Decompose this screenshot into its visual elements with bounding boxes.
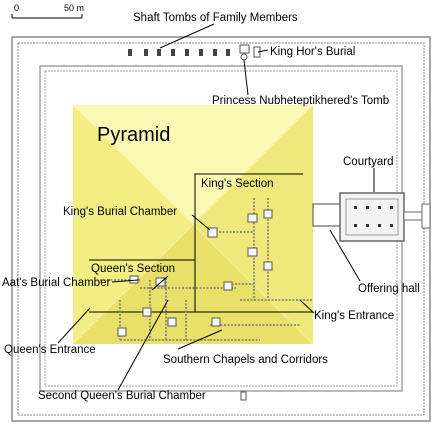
section-dividers <box>89 173 313 313</box>
label-kings-entrance: King's Entrance <box>314 310 394 322</box>
label-aats-burial-chamber: Aat's Burial Chamber <box>2 277 110 289</box>
label-queens-section: Queen's Section <box>91 263 175 275</box>
leader-lines <box>57 23 375 391</box>
offering-hall-complex <box>312 192 431 242</box>
label-second-queens-chamber: Second Queen's Burial Chamber <box>38 390 206 402</box>
label-shaft-tombs: Shaft Tombs of Family Members <box>133 12 298 24</box>
labels: Shaft Tombs of Family Members King Hor's… <box>2 12 420 402</box>
princess-and-hor-tombs <box>239 44 261 61</box>
pyramid <box>72 104 314 345</box>
scale-end-label: 50 m <box>64 3 84 13</box>
label-kings-burial-chamber: King's Burial Chamber <box>63 206 177 218</box>
label-king-hor: King Hor's Burial <box>270 46 355 58</box>
label-kings-section: King's Section <box>201 178 274 190</box>
shaft-tombs <box>128 49 230 56</box>
chambers <box>117 209 273 337</box>
label-courtyard: Courtyard <box>343 156 394 168</box>
label-princess-tomb: Princess Nubheteptikhered's Tomb <box>212 95 389 107</box>
label-queens-entrance: Queen's Entrance <box>4 344 96 356</box>
label-southern-chapels: Southern Chapels and Corridors <box>163 354 328 366</box>
scale-bar: 0 50 m <box>11 3 84 19</box>
label-offering-hall: Offering hall <box>358 283 420 295</box>
southern-marker <box>240 391 247 401</box>
label-pyramid: Pyramid <box>97 124 170 146</box>
scale-start-label: 0 <box>14 3 19 13</box>
